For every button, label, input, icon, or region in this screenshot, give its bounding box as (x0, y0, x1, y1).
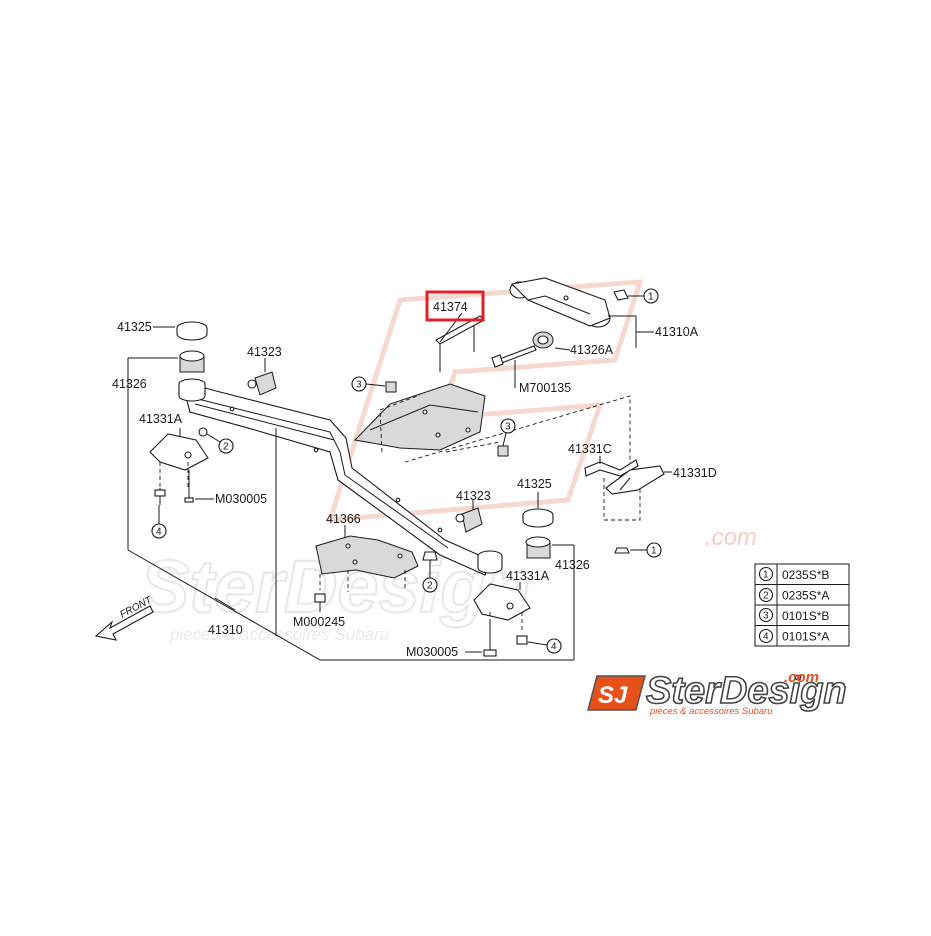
right-mount-stack (477, 508, 554, 574)
label-41325-left[interactable]: 41325 (117, 320, 152, 334)
callout-2-left-circle (218, 438, 234, 454)
logo-domain: .com (784, 669, 819, 686)
callout-4-right-circle (546, 638, 562, 654)
legend-num-2: 2 (763, 591, 769, 602)
callout-1-bottom[interactable]: 1 (651, 546, 657, 557)
bolt-M700135 (491, 345, 537, 368)
logo-tagline: pièces & accessoires Subaru (649, 706, 773, 717)
watermark-tagline: pieces & accessoires Subaru (169, 625, 390, 644)
bracket-41366 (314, 535, 419, 603)
center-bracket (353, 312, 486, 451)
callout-3-left[interactable]: 3 (356, 380, 362, 391)
callout-1-top[interactable]: 1 (648, 292, 654, 303)
legend-code-1: 0235S*B (782, 568, 829, 582)
label-41331A-right[interactable]: 41331A (506, 569, 550, 583)
label-41323-left[interactable]: 41323 (247, 345, 282, 359)
callout-3-right[interactable]: 3 (505, 422, 511, 433)
label-41310A[interactable]: 41310A (655, 325, 699, 339)
bracket-41331C (584, 459, 639, 477)
legend-table: 1 0235S*B 2 0235S*A 3 0101S*B 4 0101S*A (754, 563, 850, 647)
label-41366[interactable]: 41366 (326, 512, 361, 526)
label-M030005-left[interactable]: M030005 (215, 492, 267, 506)
legend-num-3: 3 (763, 611, 769, 622)
label-41331D[interactable]: 41331D (673, 466, 717, 480)
sterdesign-logo[interactable]: SJ SterDesign .com pièces & accessoires … (587, 669, 847, 717)
callout-4-right[interactable]: 4 (551, 642, 557, 653)
callout-3-right-circle (500, 418, 516, 434)
label-41326-left[interactable]: 41326 (112, 377, 147, 391)
rear-crossmember-41310A (509, 277, 629, 349)
watermark-domain: .com (705, 524, 757, 551)
label-41310[interactable]: 41310 (208, 623, 243, 637)
callout-2-left[interactable]: 2 (223, 442, 229, 453)
legend-code-3: 0101S*B (782, 609, 829, 623)
right-bracket-41331A (473, 583, 531, 657)
highlight-box-41374 (425, 290, 485, 322)
label-M700135[interactable]: M700135 (519, 381, 571, 395)
callout-2-right-circle (422, 577, 438, 593)
label-41326-right[interactable]: 41326 (555, 558, 590, 572)
logo-name: SterDesign (646, 670, 847, 712)
mid-bushing-41323 (455, 507, 483, 533)
label-41374[interactable]: 41374 (433, 300, 468, 314)
legend-code-2: 0235S*A (782, 589, 829, 603)
legend-num-1: 1 (763, 570, 769, 581)
label-41331C[interactable]: 41331C (568, 442, 612, 456)
left-mount-stack (176, 321, 208, 402)
label-41326A[interactable]: 41326A (570, 343, 614, 357)
logo-badge-letters: SJ (598, 682, 628, 709)
callout-4-left[interactable]: 4 (156, 527, 162, 538)
left-bushing-41323 (247, 371, 277, 396)
callout-2-right[interactable]: 2 (427, 581, 433, 592)
label-41331A-left[interactable]: 41331A (139, 412, 183, 426)
label-M030005-right[interactable]: M030005 (406, 645, 458, 659)
legend-code-4: 0101S*A (782, 630, 829, 644)
logo-badge (587, 675, 646, 711)
bracket-41331D (605, 465, 665, 495)
left-bracket-41331A (149, 433, 209, 505)
label-41323-mid[interactable]: 41323 (456, 489, 491, 503)
label-M000245[interactable]: M000245 (293, 615, 345, 629)
label-41325-right[interactable]: 41325 (517, 477, 552, 491)
legend-num-4: 4 (763, 632, 769, 643)
